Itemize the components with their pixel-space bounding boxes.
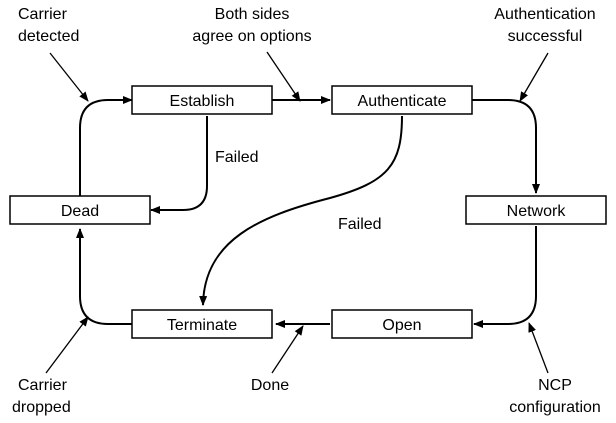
- both-sides-agree-pointer: [266, 51, 301, 102]
- state-open: Open: [331, 309, 473, 339]
- state-authenticate: Authenticate: [331, 85, 473, 115]
- state-terminate-label: Terminate: [167, 317, 237, 334]
- establish-failed-edge: [150, 116, 208, 214]
- carrier-dropped-pointer: [45, 316, 89, 374]
- authentication-successful-pointer: [519, 52, 549, 102]
- ncp-configuration-line-2: configuration: [509, 399, 601, 416]
- both-sides-agree-line-2: agree on options: [192, 28, 311, 45]
- ncp-configuration-pointer: [528, 322, 549, 374]
- terminate-to-dead-edge: [76, 228, 132, 325]
- authenticate-failed-edge: [199, 115, 403, 306]
- establish-failed-label: Failed: [215, 149, 259, 166]
- state-establish: Establish: [131, 85, 273, 115]
- carrier-dropped-line-2: dropped: [12, 399, 71, 416]
- both-sides-agree-line-1: Both sides: [215, 6, 290, 23]
- state-terminate: Terminate: [131, 309, 273, 339]
- ncp-configuration-line-1: NCP: [538, 377, 572, 394]
- carrier-dropped-line-1: Carrier: [18, 377, 68, 394]
- done-label: Done: [251, 377, 289, 394]
- state-network: Network: [465, 195, 607, 225]
- authenticate-to-network-edge: [472, 99, 540, 194]
- carrier-detected-line-2: detected: [18, 28, 79, 45]
- state-authenticate-label: Authenticate: [358, 93, 447, 110]
- state-dead: Dead: [9, 195, 151, 225]
- carrier-detected-line-1: Carrier: [18, 6, 68, 23]
- state-open-label: Open: [382, 317, 421, 334]
- state-network-label: Network: [507, 203, 567, 220]
- authentication-successful-line-1: Authentication: [494, 6, 595, 23]
- done-pointer: [271, 325, 304, 374]
- state-dead-label: Dead: [61, 203, 99, 220]
- dead-to-establish-edge: [79, 96, 133, 196]
- network-to-open-edge: [473, 226, 537, 328]
- state-establish-label: Establish: [170, 93, 235, 110]
- carrier-detected-pointer: [49, 52, 89, 102]
- authentication-successful-line-2: successful: [508, 28, 583, 45]
- authenticate-failed-label: Failed: [338, 216, 382, 233]
